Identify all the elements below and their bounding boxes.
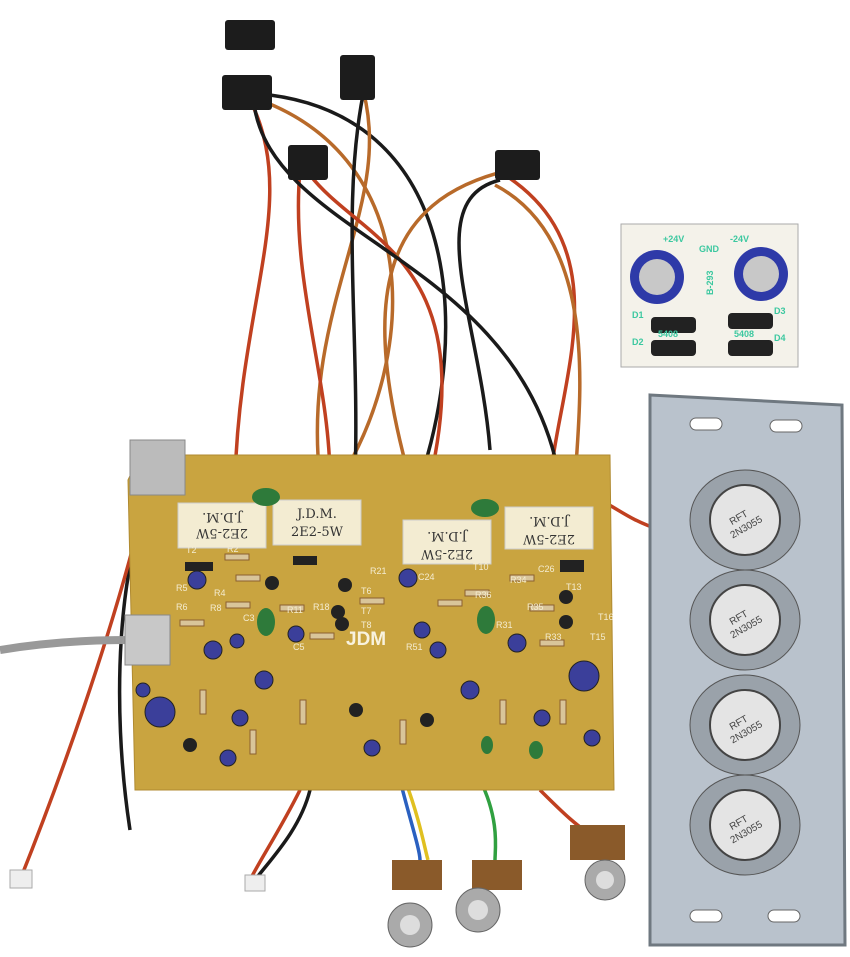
svg-text:D1: D1 — [632, 310, 644, 320]
svg-text:C26: C26 — [538, 564, 555, 574]
svg-text:D3: D3 — [774, 306, 786, 316]
power-transistor: RFT 2N3055 — [689, 569, 801, 671]
svg-text:R35: R35 — [527, 602, 544, 612]
svg-text:D4: D4 — [774, 333, 786, 343]
wire-harness — [0, 79, 661, 882]
power-transistor: RFT 2N3055 — [689, 774, 801, 876]
svg-text:T8: T8 — [361, 620, 372, 630]
silkscreen-designators: T2 R2 R4 R5 R6 R8 R11 R18 R21 T6 T7 T8 C… — [176, 544, 614, 652]
svg-text:R5: R5 — [176, 583, 188, 593]
power-resistor: 2E2-5W J.D.M. — [177, 502, 267, 549]
svg-text:T6: T6 — [361, 586, 372, 596]
svg-text:R31: R31 — [496, 620, 513, 630]
svg-text:T16: T16 — [598, 612, 614, 622]
svg-text:R2: R2 — [227, 544, 239, 554]
svg-text:R18: R18 — [313, 602, 330, 612]
svg-text:R51: R51 — [406, 642, 423, 652]
potentiometer — [570, 825, 626, 901]
svg-text:5408: 5408 — [658, 329, 678, 339]
resistors — [179, 553, 567, 755]
heatsink-small — [124, 614, 171, 666]
svg-text:GND: GND — [699, 244, 720, 254]
svg-text:C24: C24 — [418, 572, 435, 582]
power-resistor: 2E2-5W J.D.M. — [504, 506, 594, 550]
svg-text:R33: R33 — [545, 632, 562, 642]
power-transistor: RFT 2N3055 — [689, 469, 801, 571]
svg-text:T15: T15 — [590, 632, 606, 642]
svg-text:J.D.M.: J.D.M. — [427, 528, 469, 543]
potentiometers — [387, 825, 626, 948]
svg-text:R11: R11 — [287, 605, 303, 615]
svg-text:2E2-5W: 2E2-5W — [420, 546, 473, 561]
svg-text:C3: C3 — [243, 613, 255, 623]
power-resistor: 2E2-5W J.D.M. — [402, 519, 492, 565]
svg-text:R36: R36 — [475, 590, 492, 600]
svg-text:J.D.M.: J.D.M. — [529, 513, 571, 528]
brand-logo: JDM — [346, 629, 386, 650]
connectors — [9, 20, 540, 892]
svg-text:D2: D2 — [632, 337, 644, 347]
svg-text:C5: C5 — [293, 642, 305, 652]
svg-text:R21: R21 — [370, 566, 387, 576]
svg-text:2E2-5W: 2E2-5W — [195, 525, 248, 540]
power-resistor: J.D.M. 2E2-5W — [272, 499, 362, 546]
svg-text:T2: T2 — [186, 545, 197, 555]
potentiometer — [387, 860, 442, 948]
svg-text:R8: R8 — [210, 603, 222, 613]
transistors — [183, 556, 584, 752]
svg-text:R6: R6 — [176, 602, 188, 612]
film-capacitors — [252, 488, 543, 759]
capacitors — [135, 568, 601, 767]
svg-text:T7: T7 — [361, 606, 372, 616]
svg-text:-24V: -24V — [730, 234, 749, 244]
svg-text:2E2-5W: 2E2-5W — [522, 531, 575, 546]
heatsink-rail: RFT 2N3055 RFT 2N3055 RFT 2N3055 RFT 2N3… — [648, 393, 847, 947]
svg-text:T13: T13 — [566, 582, 582, 592]
power-transistor: RFT 2N3055 — [689, 674, 801, 776]
svg-text:R34: R34 — [510, 575, 527, 585]
svg-text:J.D.M.: J.D.M. — [295, 507, 337, 522]
power-supply-board: +24V GND -24V B-293 D1 D2 D3 D4 5408 540… — [620, 223, 799, 368]
svg-text:R4: R4 — [214, 588, 226, 598]
svg-text:+24V: +24V — [663, 234, 684, 244]
heatsink-small — [129, 439, 186, 496]
svg-text:T10: T10 — [473, 562, 489, 572]
svg-text:5408: 5408 — [734, 329, 754, 339]
svg-text:2E2-5W: 2E2-5W — [291, 525, 344, 540]
amplifier-pcb: 2E2-5W J.D.M. J.D.M. 2E2-5W 2E2-5W J.D.M… — [124, 439, 615, 791]
potentiometer — [455, 860, 522, 933]
svg-text:J.D.M.: J.D.M. — [202, 509, 244, 524]
svg-text:B-293: B-293 — [705, 270, 715, 295]
